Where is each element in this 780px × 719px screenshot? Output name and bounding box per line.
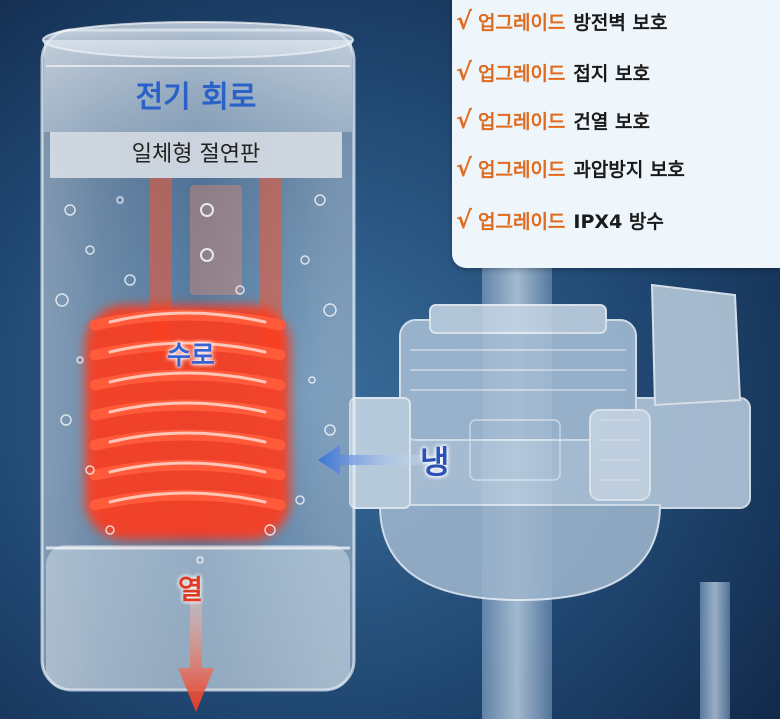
checkmark-icon: √ bbox=[456, 154, 473, 182]
checkmark-icon: √ bbox=[456, 58, 473, 86]
feature-highlight: 업그레이드 bbox=[478, 210, 566, 233]
feature-text: 방전벽 보호 bbox=[573, 11, 668, 34]
cold-label: 냉 bbox=[420, 443, 450, 481]
heat-label: 열 bbox=[178, 575, 203, 606]
feature-text: 접지 보호 bbox=[573, 62, 650, 85]
feature-item: √ 업그레이드 건열 보호 bbox=[452, 103, 780, 137]
feature-text: IPX4 방수 bbox=[573, 210, 664, 233]
feature-highlight: 업그레이드 bbox=[478, 11, 566, 34]
electric-circuit-band: 전기 회로 bbox=[46, 68, 346, 128]
feature-text: 건열 보호 bbox=[573, 110, 650, 133]
feature-highlight: 업그레이드 bbox=[478, 110, 566, 133]
checkmark-icon: √ bbox=[456, 206, 473, 234]
feature-text: 과압방지 보호 bbox=[573, 158, 685, 181]
insulation-plate-band: 일체형 절연판 bbox=[50, 132, 342, 178]
feature-item: √ 업그레이드 과압방지 보호 bbox=[452, 151, 780, 185]
feature-item: √ 업그레이드 접지 보호 bbox=[452, 55, 780, 89]
feature-highlight: 업그레이드 bbox=[478, 62, 566, 85]
water-path-label: 수로 bbox=[167, 341, 215, 371]
feature-item: √ 업그레이드 IPX4 방수 bbox=[452, 203, 780, 237]
feature-item: √ 업그레이드 방전벽 보호 bbox=[452, 4, 780, 38]
checkmark-icon: √ bbox=[456, 7, 473, 35]
feature-highlight: 업그레이드 bbox=[478, 158, 566, 181]
checkmark-icon: √ bbox=[456, 106, 473, 134]
insulation-plate-label: 일체형 절연판 bbox=[131, 142, 261, 167]
feature-list-panel: √ 업그레이드 방전벽 보호 √ 업그레이드 접지 보호 √ 업그레이드 건열 … bbox=[452, 0, 780, 268]
electric-circuit-label: 전기 회로 bbox=[135, 80, 257, 115]
